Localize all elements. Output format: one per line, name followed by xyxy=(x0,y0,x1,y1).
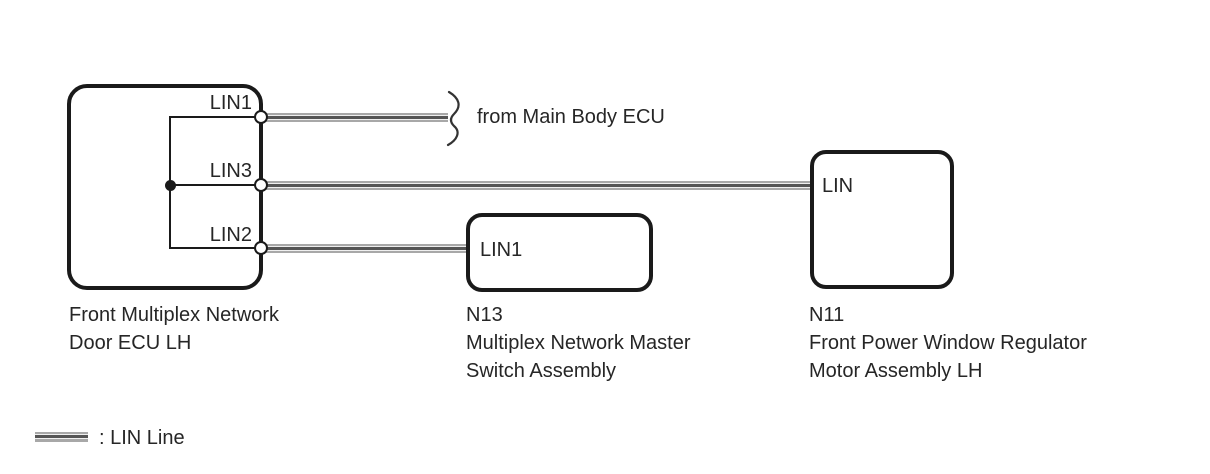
ecu-pin-label-lin3: LIN3 xyxy=(209,160,252,182)
n11-caption-code: N11 xyxy=(809,304,845,326)
n11-caption-line2: Motor Assembly LH xyxy=(809,360,983,382)
wire-break-icon xyxy=(446,90,460,147)
n11-caption-line1: Front Power Window Regulator xyxy=(809,332,1087,354)
n13-box xyxy=(466,213,653,292)
wire-lin1-to-main-body-ecu xyxy=(266,113,448,122)
n13-caption: N13 Multiplex Network Master Switch Asse… xyxy=(466,301,691,385)
wire-lin2-to-n13 xyxy=(266,244,468,253)
ecu-junction-dot xyxy=(165,180,176,191)
ecu-caption-line1: Front Multiplex Network xyxy=(69,304,280,326)
ecu-pin-terminal-lin3 xyxy=(254,178,268,192)
n11-pin-label: LIN xyxy=(822,175,854,197)
n11-box xyxy=(810,150,954,289)
ecu-pin-label-lin2: LIN2 xyxy=(209,224,252,246)
ecu-caption: Front Multiplex Network Door ECU LH xyxy=(69,301,279,357)
ecu-internal-line-lin1 xyxy=(169,116,261,118)
from-main-body-ecu-label: from Main Body ECU xyxy=(477,106,665,128)
ecu-internal-line-lin3 xyxy=(169,184,261,186)
ecu-pin-terminal-lin2 xyxy=(254,241,268,255)
legend-lin-line-swatch xyxy=(35,432,88,442)
ecu-box xyxy=(67,84,263,290)
n13-pin-label: LIN1 xyxy=(480,239,523,261)
ecu-internal-line-lin2 xyxy=(169,247,261,249)
n11-caption: N11 Front Power Window Regulator Motor A… xyxy=(809,301,1087,385)
wire-lin3-to-n11 xyxy=(266,181,812,190)
legend-lin-line-label: : LIN Line xyxy=(99,427,185,449)
ecu-pin-label-lin1: LIN1 xyxy=(209,92,252,114)
ecu-pin-terminal-lin1 xyxy=(254,110,268,124)
n13-caption-code: N13 xyxy=(466,304,503,326)
n13-caption-line2: Switch Assembly xyxy=(466,360,617,382)
ecu-caption-line2: Door ECU LH xyxy=(69,332,192,354)
n13-caption-line1: Multiplex Network Master xyxy=(466,332,691,354)
